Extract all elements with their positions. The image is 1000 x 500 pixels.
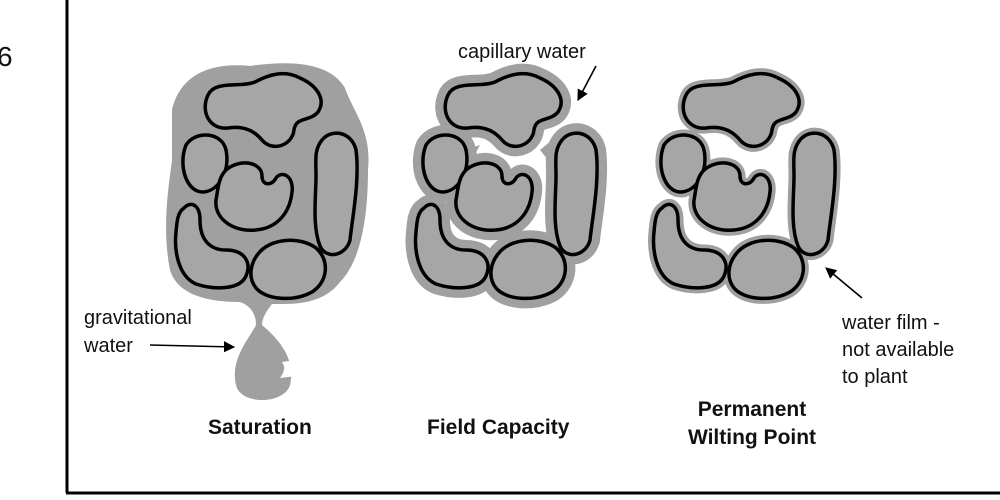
field-capacity-cluster — [416, 74, 598, 299]
wilting-point-cluster — [654, 74, 836, 299]
water-film-label-line2: not available — [842, 339, 954, 361]
field-capacity-title: Field Capacity — [427, 416, 570, 439]
capillary-water-label: capillary water — [458, 41, 586, 63]
saturation-cluster — [166, 63, 369, 401]
gravitational-water-label-line2: water — [83, 335, 133, 357]
saturation-title: Saturation — [208, 416, 312, 439]
figure-number: 6 — [0, 41, 13, 72]
gravitational-water-arrow — [149, 341, 236, 353]
water-film-label-line1: water film - — [841, 312, 940, 334]
water-film-arrow — [825, 267, 863, 299]
wilting-point-title-line1: Permanent — [698, 398, 807, 421]
gravitational-water-label-line1: gravitational — [84, 307, 192, 329]
water-film-label-line3: to plant — [842, 366, 908, 388]
wilting-point-title-line2: Wilting Point — [688, 426, 816, 449]
capillary-water-arrow — [577, 65, 597, 101]
